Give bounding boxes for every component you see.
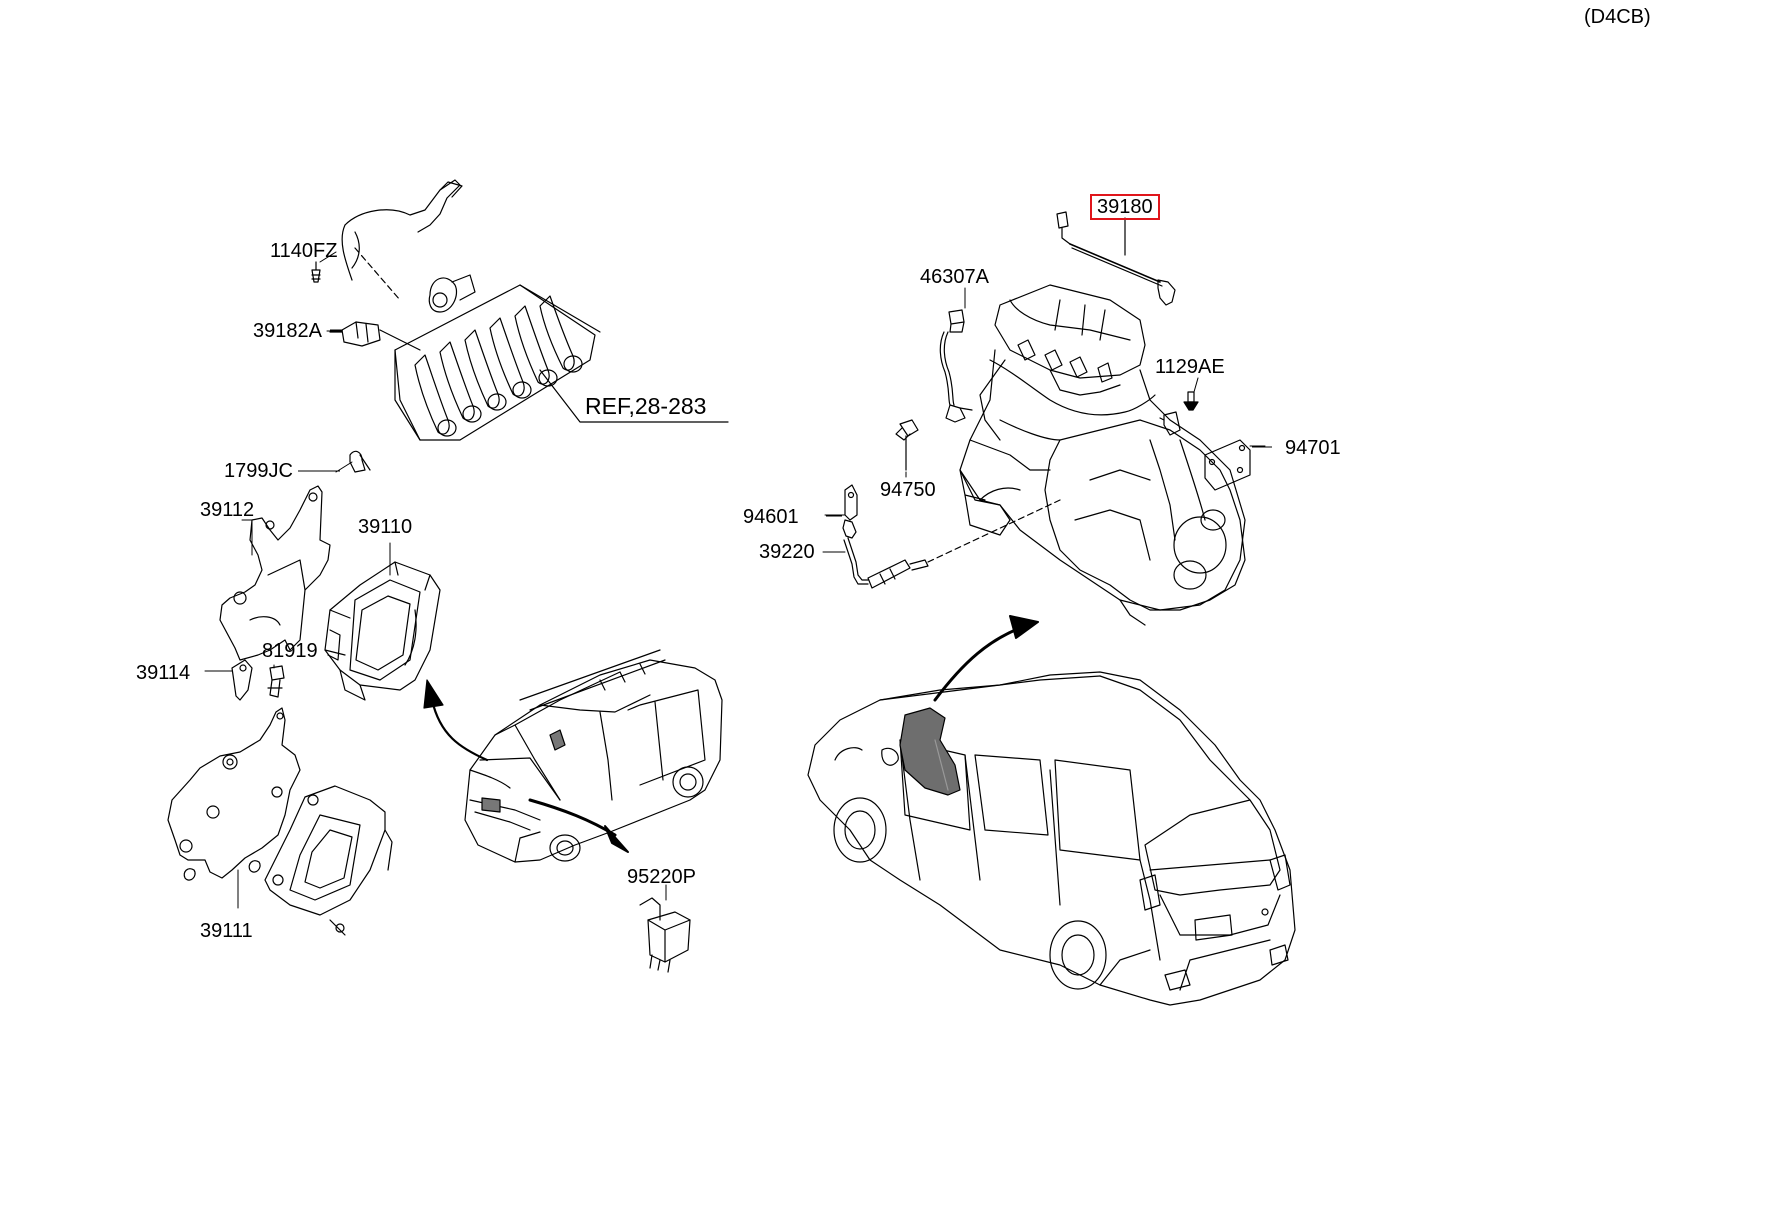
sensor-39220-drawing	[843, 500, 1060, 588]
part-label-95220p[interactable]: 95220P	[627, 866, 696, 888]
relay-95220p-drawing	[640, 898, 690, 972]
sensor-94750-drawing	[896, 420, 918, 470]
front-van-drawing	[424, 650, 722, 862]
reference-label[interactable]: REF,28-283	[585, 393, 707, 419]
part-label-94701[interactable]: 94701	[1285, 437, 1341, 459]
part-label-39111[interactable]: 39111	[200, 920, 253, 942]
rear-van-drawing	[808, 616, 1295, 1005]
bolt-1129ae-drawing	[1160, 392, 1198, 435]
part-label-39182a[interactable]: 39182A	[253, 320, 322, 342]
part-label-1129ae[interactable]: 1129AE	[1155, 356, 1225, 378]
part-label-39180-highlighted[interactable]: 39180	[1090, 194, 1160, 220]
sensor-46307a-drawing	[940, 310, 972, 422]
sensor-39182a-drawing	[330, 322, 420, 350]
part-label-1799jc[interactable]: 1799JC	[224, 460, 293, 482]
part-label-94750[interactable]: 94750	[880, 479, 936, 501]
ecu-39110-drawing	[325, 562, 440, 700]
part-label-1140fz[interactable]: 1140FZ	[270, 240, 338, 262]
part-label-39114[interactable]: 39114	[136, 662, 191, 684]
bolt-1140fz-drawing	[312, 262, 320, 282]
part-label-46307a[interactable]: 46307A	[920, 266, 989, 288]
ecu-bracket-drawing	[220, 451, 370, 700]
bracket-94701-drawing	[1205, 440, 1250, 490]
engine-drawing	[960, 285, 1245, 625]
ecu-bracket-39111-drawing	[168, 708, 392, 935]
part-label-39110[interactable]: 39110	[358, 516, 413, 538]
part-label-39112[interactable]: 39112	[200, 499, 255, 521]
leader-lines	[205, 218, 1265, 908]
part-label-94601[interactable]: 94601	[743, 506, 799, 528]
variant-code: (D4CB)	[1584, 6, 1651, 28]
intake-manifold-drawing	[342, 180, 728, 440]
part-label-81919[interactable]: 81919	[262, 640, 318, 662]
part-label-39220[interactable]: 39220	[759, 541, 815, 563]
bracket-94601-drawing	[845, 485, 857, 520]
